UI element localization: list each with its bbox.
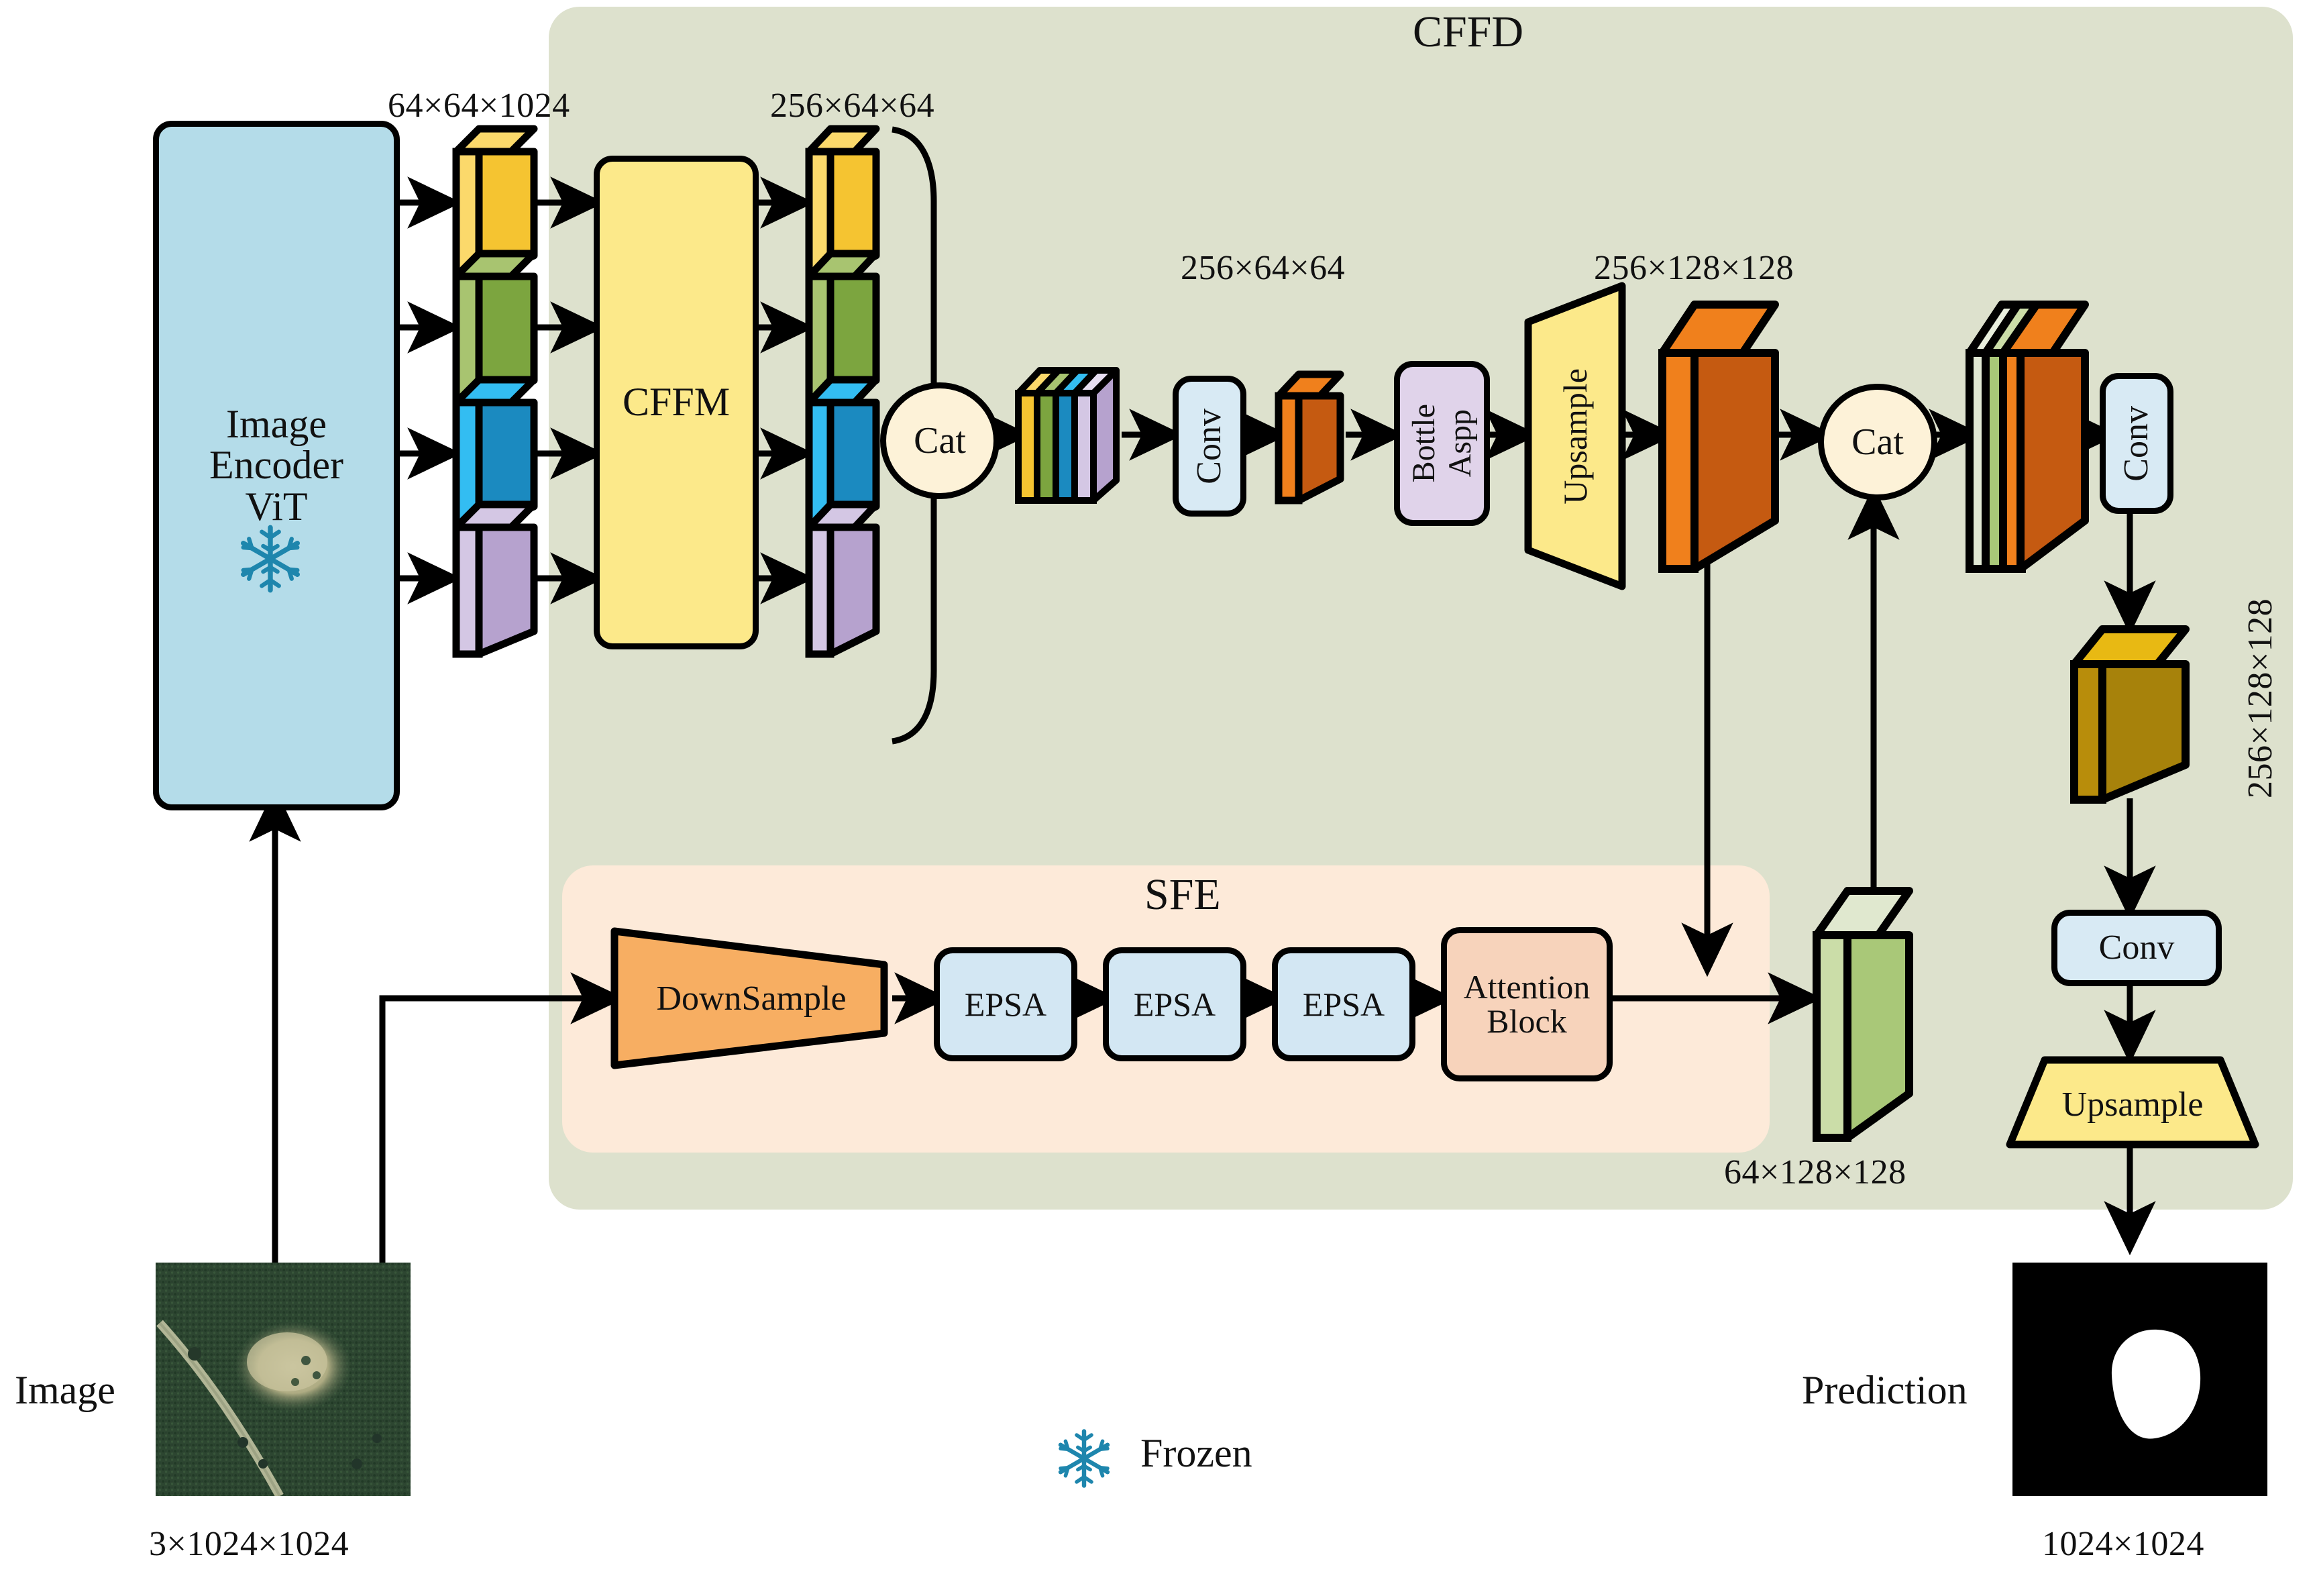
upsample-block-1[interactable]: Upsample	[1521, 282, 1629, 590]
epsa-label-3: EPSA	[1302, 985, 1385, 1023]
dim-after-upsample: 256×128×128	[1594, 249, 1794, 287]
dim-after-concat: 256×64×64	[1181, 249, 1346, 287]
attention-label-line1: Attention	[1463, 968, 1591, 1006]
image-encoder-label-line3: ViT	[245, 484, 308, 529]
bottle-aspp-label-line2: Aspp	[1442, 409, 1478, 478]
feature-slab-purple-2	[804, 500, 881, 658]
dim-input-image: 3×1024×1024	[149, 1525, 349, 1563]
dim-encoder-out: 64×64×1024	[388, 87, 570, 125]
cat-label-2: Cat	[1851, 421, 1904, 463]
attention-block[interactable]: Attention Block	[1441, 927, 1613, 1081]
epsa-block-3[interactable]: EPSA	[1272, 947, 1415, 1061]
conv-block-3[interactable]: Conv	[2051, 910, 2222, 986]
conv-label-3: Conv	[2098, 928, 2175, 967]
feature-slab-blue-1	[451, 376, 538, 533]
upsample-label-1: Upsample	[1556, 368, 1594, 504]
concat-feature-stack-2	[1964, 297, 2098, 577]
feature-slab-orange-large	[1656, 297, 1783, 577]
cat-label-1: Cat	[914, 420, 966, 462]
conv-label-2: Conv	[2117, 405, 2156, 482]
epsa-block-2[interactable]: EPSA	[1103, 947, 1246, 1061]
legend-snowflake-icon	[1053, 1428, 1115, 1489]
feature-slab-orange-small	[1273, 368, 1351, 507]
cffd-panel-title: CFFD	[1413, 7, 1524, 56]
feature-slab-yellow-2	[804, 125, 881, 282]
dim-conv2-out: 256×128×128	[2241, 598, 2279, 798]
image-encoder-box[interactable]: Image Encoder ViT	[153, 121, 400, 810]
feature-slab-purple-1	[451, 500, 538, 658]
cat-operation-1[interactable]: Cat	[880, 382, 1000, 499]
epsa-block-1[interactable]: EPSA	[934, 947, 1077, 1061]
epsa-label-2: EPSA	[1133, 985, 1216, 1023]
conv-block-2[interactable]: Conv	[2100, 373, 2173, 514]
cffm-block[interactable]: CFFM	[594, 156, 759, 649]
dim-cffm-out: 256×64×64	[770, 87, 935, 125]
image-encoder-label-line1: Image	[226, 402, 327, 447]
feature-slab-gold	[2067, 623, 2195, 810]
downsample-block[interactable]: DownSample	[609, 926, 894, 1071]
dim-sfe-out: 64×128×128	[1724, 1153, 1906, 1191]
epsa-label-1: EPSA	[964, 985, 1047, 1023]
bottle-aspp-block[interactable]: Bottle Aspp	[1394, 361, 1490, 526]
cffm-label: CFFM	[622, 380, 731, 425]
dim-prediction: 1024×1024	[2042, 1525, 2204, 1563]
feature-slab-blue-2	[804, 376, 881, 533]
attention-label-line2: Block	[1487, 1002, 1567, 1040]
legend-frozen-label: Frozen	[1140, 1431, 1252, 1475]
conv-block-1[interactable]: Conv	[1173, 376, 1246, 517]
upsample-label-2: Upsample	[2061, 1085, 2204, 1124]
snowflake-icon	[235, 523, 306, 594]
concat-feature-stack	[1014, 362, 1128, 510]
prediction-mask-image	[2012, 1263, 2267, 1496]
feature-slab-sfe-output	[1810, 884, 1917, 1146]
cat-operation-2[interactable]: Cat	[1818, 384, 1937, 500]
prediction-caption: Prediction	[1802, 1368, 1968, 1412]
downsample-label: DownSample	[656, 979, 847, 1018]
image-encoder-label-line2: Encoder	[209, 443, 343, 488]
upsample-block-2[interactable]: Upsample	[2006, 1055, 2259, 1149]
bottle-aspp-label-line1: Bottle	[1405, 404, 1442, 483]
input-satellite-image	[156, 1263, 411, 1499]
sfe-panel-title: SFE	[1144, 870, 1221, 919]
input-image-caption: Image	[15, 1368, 115, 1412]
conv-label-1: Conv	[1190, 408, 1229, 484]
